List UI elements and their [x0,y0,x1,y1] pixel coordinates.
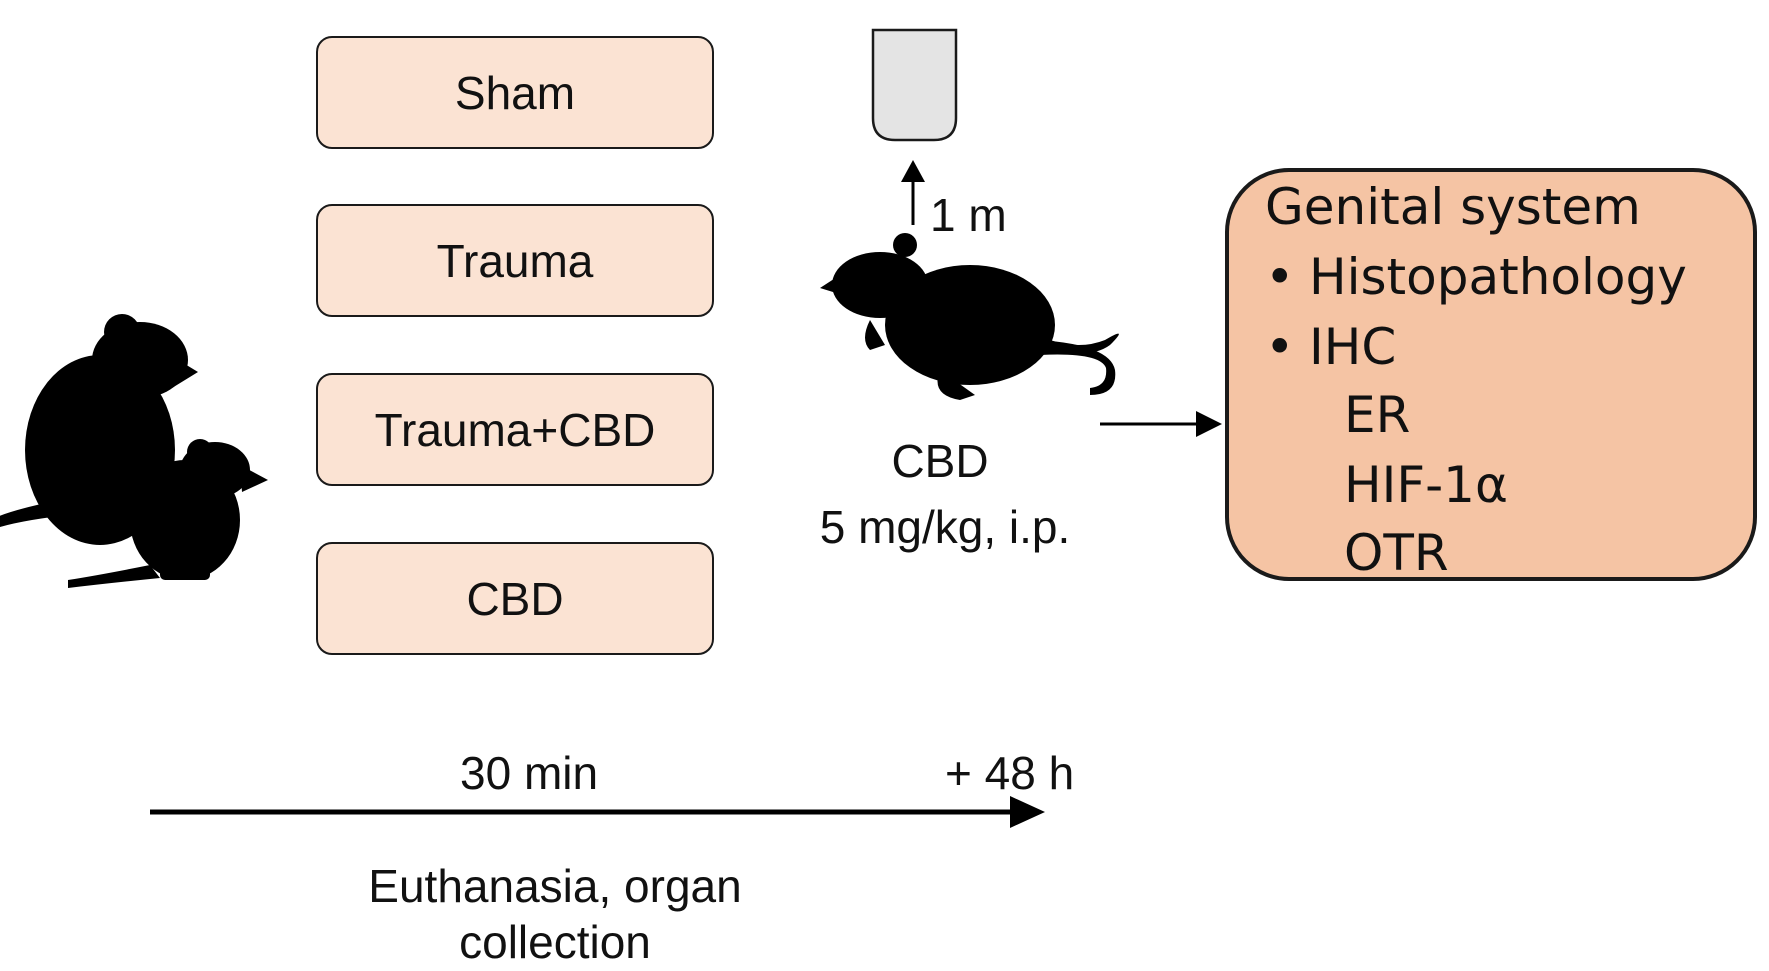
beaker-icon [871,28,958,142]
ihc-marker: OTR [1344,524,1449,581]
rat-pair-icon [0,314,268,588]
group-sham-box: Sham [316,36,714,149]
rat-icon [820,233,1119,400]
bullet-text: IHC [1309,318,1397,376]
group-trauma-cbd-box: Trauma+CBD [316,373,714,486]
outcome-box: Genital system •Histopathology •IHC ER H… [1225,168,1757,581]
group-cbd-box: CBD [316,542,714,655]
group-label: CBD [466,572,564,625]
bullet-text: Histopathology [1309,248,1687,306]
timeline-end-label: + 48 h [945,747,1075,799]
outcome-bullet: •Histopathology [1265,248,1687,306]
endpoint-line-2: collection [459,916,651,968]
group-label: Sham [454,66,576,119]
up-arrow [901,160,925,225]
endpoint-line-1: Euthanasia, organ [368,860,742,912]
ihc-marker: ER [1344,386,1411,444]
treatment-dose: 5 mg/kg, i.p. [819,501,1071,553]
timeline-endpoint-label: Euthanasia, organ collection [330,858,780,970]
outcome-title: Genital system [1265,178,1641,236]
right-arrow [1100,411,1222,437]
timeline-start-label: 30 min [460,747,599,799]
ihc-marker: HIF-1α [1344,456,1508,514]
group-trauma-box: Trauma [316,204,714,317]
group-label: Trauma [436,234,594,287]
timeline-arrow [150,796,1045,828]
group-label: Trauma+CBD [374,403,656,456]
bullet-icon: • [1265,318,1295,376]
outcome-bullet: •IHC [1265,318,1396,376]
bullet-icon: • [1265,248,1295,306]
route-arrow-label: 1 m [930,189,1007,241]
treatment-drug: CBD [891,435,989,487]
